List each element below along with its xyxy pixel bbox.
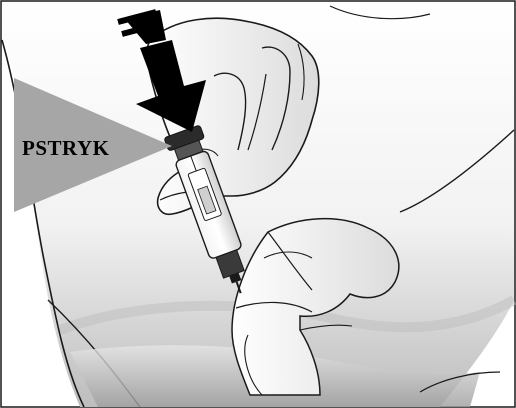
callout-label: PSTRYK bbox=[22, 138, 109, 159]
